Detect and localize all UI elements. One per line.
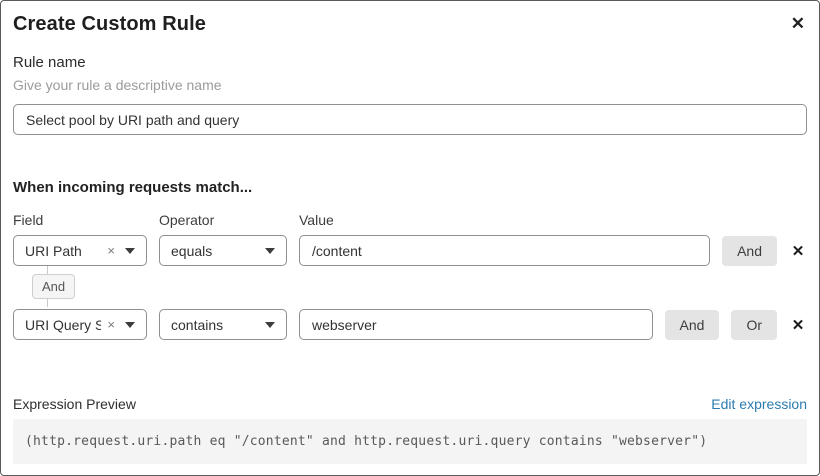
match-section-heading: When incoming requests match... xyxy=(13,179,253,196)
clear-icon[interactable]: × xyxy=(107,243,115,258)
operator-select-value: equals xyxy=(171,242,213,259)
add-and-condition-button[interactable]: And xyxy=(722,235,777,266)
rule-name-label: Rule name xyxy=(13,54,86,71)
operator-column-label: Operator xyxy=(159,212,215,228)
chevron-down-icon xyxy=(125,247,135,254)
chevron-down-icon xyxy=(125,321,135,328)
field-select[interactable]: URI Query St... × xyxy=(13,309,147,340)
condition-connector: And xyxy=(13,266,807,307)
condition-row: URI Query St... × contains And Or ✕ xyxy=(13,309,807,340)
dialog-header: Create Custom Rule ✕ xyxy=(13,11,807,36)
add-and-condition-button[interactable]: And xyxy=(664,309,720,340)
field-column-label: Field xyxy=(13,212,44,228)
connector-line xyxy=(47,266,48,274)
delete-condition-icon[interactable]: ✕ xyxy=(789,242,807,260)
operator-select-value: contains xyxy=(171,316,224,333)
field-select-value: URI Path xyxy=(25,242,82,259)
value-input[interactable] xyxy=(299,309,653,340)
edit-expression-link[interactable]: Edit expression xyxy=(711,396,807,412)
chevron-down-icon xyxy=(265,247,275,254)
expression-code: (http.request.uri.path eq "/content" and… xyxy=(13,419,807,464)
field-select-value: URI Query St... xyxy=(25,316,101,333)
operator-select[interactable]: contains xyxy=(159,309,287,340)
value-column-label: Value xyxy=(299,212,334,228)
close-icon[interactable]: ✕ xyxy=(791,11,807,32)
delete-condition-icon[interactable]: ✕ xyxy=(789,316,807,334)
clear-icon[interactable]: × xyxy=(107,317,115,332)
connector-line xyxy=(47,299,48,307)
and-connector-badge[interactable]: And xyxy=(32,274,76,299)
page-title: Create Custom Rule xyxy=(13,13,206,35)
expression-preview-header: Expression Preview Edit expression xyxy=(13,396,807,412)
value-input[interactable] xyxy=(299,235,711,266)
operator-select[interactable]: equals xyxy=(159,235,287,266)
field-select[interactable]: URI Path × xyxy=(13,235,147,266)
condition-row: URI Path × equals And ✕ xyxy=(13,235,807,266)
expression-preview-label: Expression Preview xyxy=(13,396,136,412)
rule-name-input[interactable] xyxy=(13,104,807,135)
add-or-condition-button[interactable]: Or xyxy=(731,309,777,340)
condition-column-labels: Field Operator Value xyxy=(13,212,807,228)
rule-name-helper-text: Give your rule a descriptive name xyxy=(13,77,222,93)
chevron-down-icon xyxy=(265,321,275,328)
